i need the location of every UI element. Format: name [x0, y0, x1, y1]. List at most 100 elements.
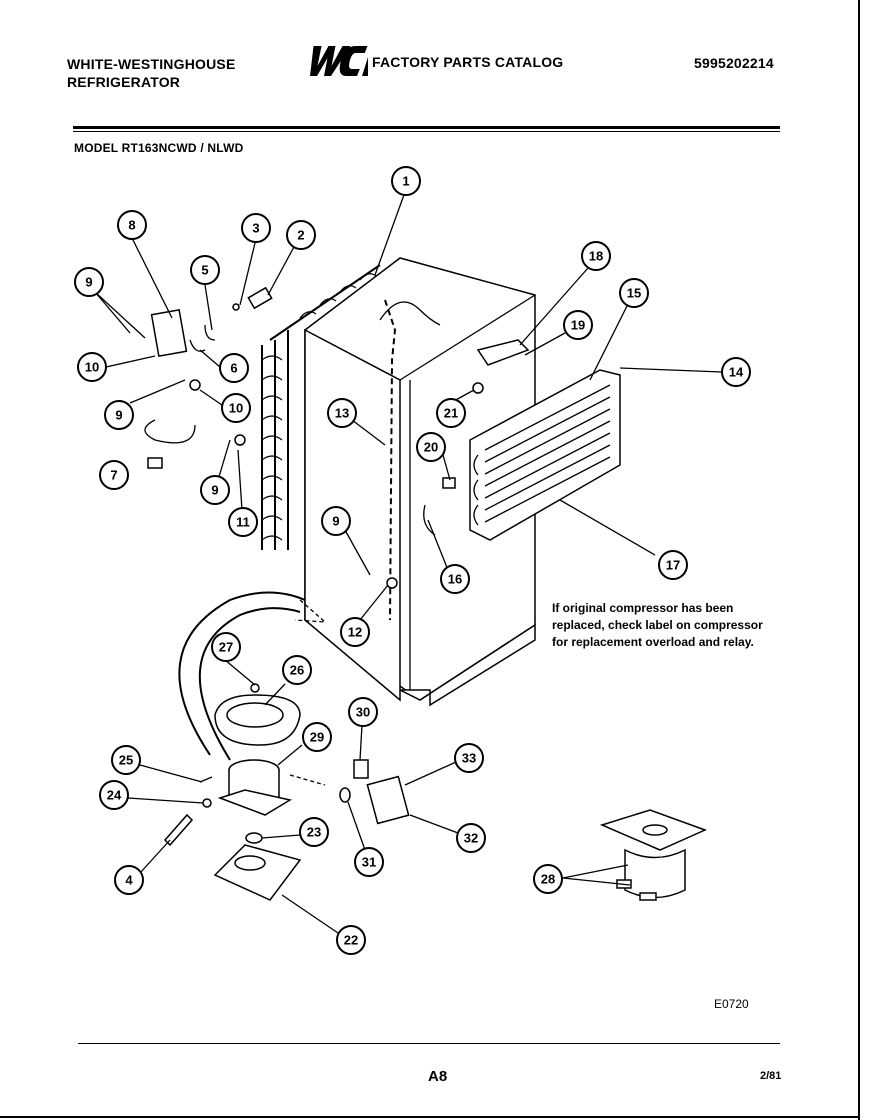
- callout-6: 6: [219, 353, 249, 383]
- callout-17: 17: [658, 550, 688, 580]
- callout-label: 22: [344, 933, 358, 948]
- brand-line-2: REFRIGERATOR: [67, 74, 181, 90]
- callout-5: 5: [190, 255, 220, 285]
- callout-label: 13: [335, 406, 349, 421]
- callout-label: 25: [119, 753, 133, 768]
- callout-label: 21: [444, 406, 458, 421]
- callout-25: 25: [111, 745, 141, 775]
- callout-label: 18: [589, 249, 603, 264]
- callout-label: 9: [85, 275, 92, 290]
- callout-label: 4: [125, 873, 133, 888]
- callout-9: 9: [74, 267, 104, 297]
- callout-9: 9: [321, 506, 351, 536]
- catalog-title: FACTORY PARTS CATALOG: [372, 54, 564, 70]
- compressor-assembly: [163, 683, 410, 901]
- callout-32: 32: [456, 823, 486, 853]
- footer-rule: [78, 1043, 780, 1044]
- callout-10: 10: [221, 393, 251, 423]
- callout-23: 23: [299, 817, 329, 847]
- page-frame-bottom: [0, 1116, 860, 1118]
- removal-arrow: [178, 591, 327, 761]
- callout-18: 18: [581, 241, 611, 271]
- condenser-coil: [261, 264, 381, 550]
- callout-label: 8: [128, 218, 135, 233]
- callout-9: 9: [200, 475, 230, 505]
- wiring-parts: [144, 286, 530, 589]
- callout-3: 3: [241, 213, 271, 243]
- callout-10: 10: [77, 352, 107, 382]
- callout-label: 24: [107, 788, 122, 803]
- page-number: A8: [428, 1068, 448, 1085]
- header-rule-thick: [73, 126, 780, 129]
- callout-label: 14: [729, 365, 744, 380]
- callout-label: 26: [290, 663, 304, 678]
- callout-label: 16: [448, 572, 462, 587]
- callout-label: 9: [211, 483, 218, 498]
- callout-16: 16: [440, 564, 470, 594]
- header-rule-thin: [73, 131, 780, 132]
- revision-date: 2/81: [760, 1070, 782, 1082]
- callout-label: 27: [219, 640, 233, 655]
- callout-label: 19: [571, 318, 585, 333]
- callout-21: 21: [436, 398, 466, 428]
- callout-label: 23: [307, 825, 321, 840]
- callout-8: 8: [117, 210, 147, 240]
- compressor-note: If original compressor has been replaced…: [552, 600, 763, 651]
- callout-33: 33: [454, 743, 484, 773]
- callout-20: 20: [416, 432, 446, 462]
- callout-31: 31: [354, 847, 384, 877]
- refrigerator-cabinet: [304, 257, 536, 707]
- brand-line-1: WHITE-WESTINGHOUSE: [67, 56, 236, 72]
- callout-label: 31: [362, 855, 376, 870]
- callout-7: 7: [99, 460, 129, 490]
- callout-29: 29: [302, 722, 332, 752]
- callout-30: 30: [348, 697, 378, 727]
- callout-26: 26: [282, 655, 312, 685]
- note-line-2: replaced, check label on compressor: [552, 618, 763, 632]
- alternate-compressor: [599, 809, 708, 901]
- page-frame-right: [858, 0, 860, 1120]
- callout-label: 17: [666, 558, 680, 573]
- callout-15: 15: [619, 278, 649, 308]
- callout-9: 9: [104, 400, 134, 430]
- model-number: MODEL RT163NCWD / NLWD: [74, 141, 244, 155]
- callout-label: 32: [464, 831, 478, 846]
- callout-label: 5: [201, 263, 208, 278]
- callout-11: 11: [228, 507, 258, 537]
- callout-label: 28: [541, 872, 555, 887]
- callout-label: 29: [310, 730, 324, 745]
- callout-12: 12: [340, 617, 370, 647]
- note-line-1: If original compressor has been: [552, 601, 734, 615]
- note-line-3: for replacement overload and relay.: [552, 635, 754, 649]
- callout-2: 2: [286, 220, 316, 250]
- callout-label: 9: [332, 514, 339, 529]
- callout-label: 20: [424, 440, 438, 455]
- callout-label: 10: [229, 401, 243, 416]
- callout-28: 28: [533, 864, 563, 894]
- callout-1: 1: [391, 166, 421, 196]
- callout-label: 33: [462, 751, 476, 766]
- diagram-code: E0720: [714, 997, 749, 1011]
- callout-label: 15: [627, 286, 641, 301]
- callout-4: 4: [114, 865, 144, 895]
- evaporator-coil: [469, 369, 621, 541]
- callout-14: 14: [721, 357, 751, 387]
- callout-label: 3: [252, 221, 259, 236]
- callout-27: 27: [211, 632, 241, 662]
- callout-label: 2: [297, 228, 304, 243]
- callout-label: 11: [236, 515, 250, 530]
- callout-24: 24: [99, 780, 129, 810]
- callout-19: 19: [563, 310, 593, 340]
- callout-22: 22: [336, 925, 366, 955]
- wci-logo: [310, 46, 368, 76]
- callout-label: 12: [348, 625, 362, 640]
- callout-13: 13: [327, 398, 357, 428]
- callout-label: 30: [356, 705, 370, 720]
- callout-label: 10: [85, 360, 99, 375]
- callout-label: 7: [110, 468, 117, 483]
- callout-label: 6: [230, 361, 237, 376]
- callout-label: 9: [115, 408, 122, 423]
- callout-label: 1: [402, 174, 409, 189]
- catalog-number: 5995202214: [694, 55, 774, 71]
